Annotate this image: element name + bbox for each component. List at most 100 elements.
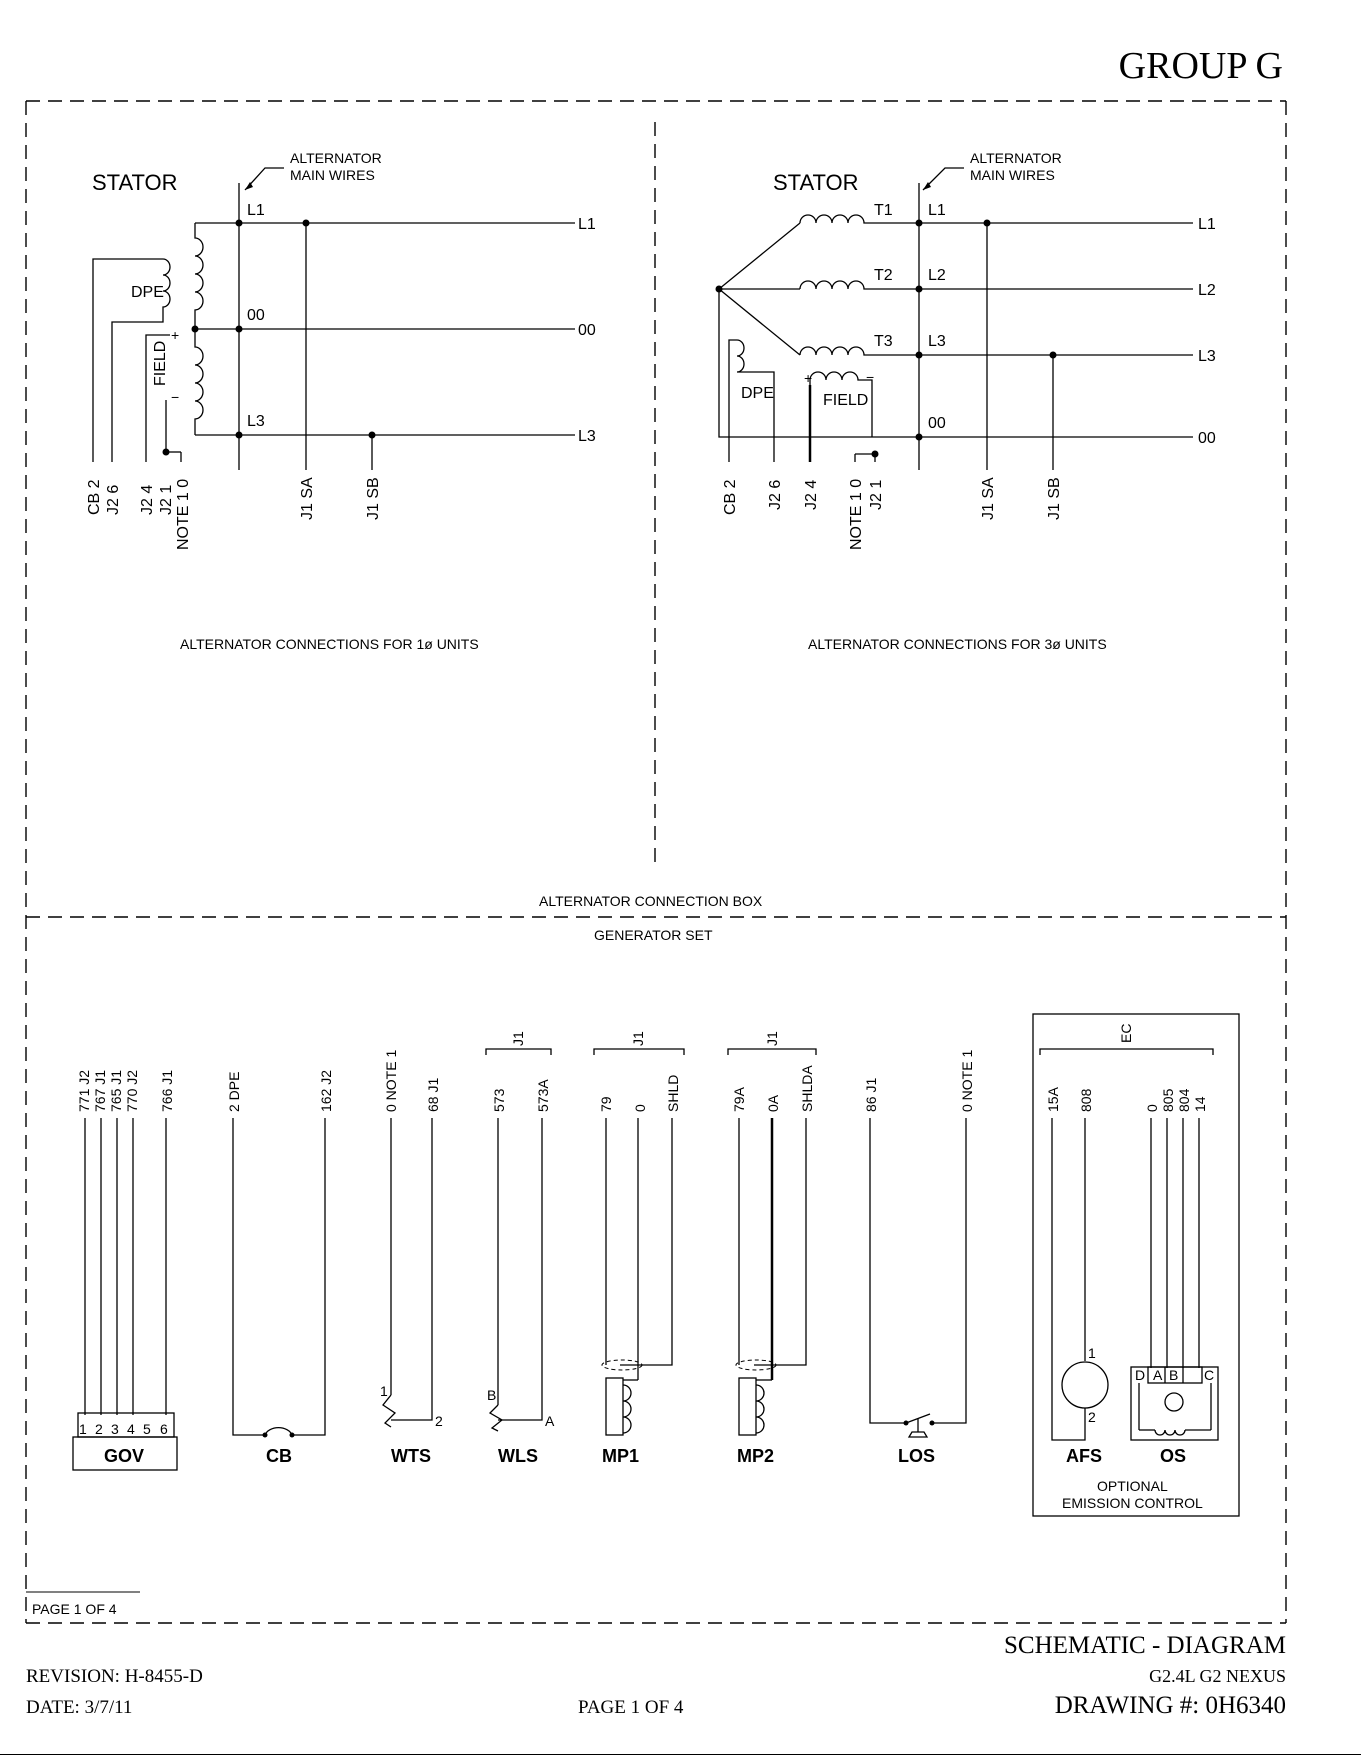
ec-bracket: EC	[1118, 1024, 1134, 1043]
node-l1-3ph: L1	[928, 202, 946, 219]
svg-text:+: +	[171, 327, 179, 343]
node-00-3ph: 00	[928, 415, 946, 432]
svg-text:+: +	[804, 370, 812, 386]
lead-note10: NOTE 1 0	[175, 479, 192, 550]
alt-main-wires-label: ALTERNATOR	[290, 150, 382, 166]
footer-drawing: DRAWING #: 0H6340	[1054, 1692, 1286, 1719]
afs-pin-2: 2	[1088, 1409, 1096, 1425]
lead-j1sb-3ph: J1 SB	[1046, 477, 1063, 520]
cb-wire-2dpe: 2 DPE	[226, 1072, 242, 1112]
mp1-wire-shld: SHLD	[665, 1075, 681, 1112]
mp1-label: MP1	[602, 1446, 639, 1466]
gov-pin-1: 1	[79, 1421, 87, 1437]
wts-wire-68: 68 J1	[425, 1078, 441, 1112]
os-wire-14: 14	[1192, 1096, 1208, 1112]
alt-main-wires-label-3ph: ALTERNATOR	[970, 150, 1062, 166]
afs-wire-808: 808	[1078, 1088, 1094, 1112]
mp1-wire-79: 79	[598, 1096, 614, 1112]
field-label: FIELD	[152, 341, 169, 386]
wls-bracket-j1: J1	[510, 1031, 526, 1046]
cb-wire-162: 162 J2	[318, 1070, 334, 1112]
single-phase-panel: STATOR ALTERNATOR MAIN WIRES DPE + − FIE…	[86, 150, 596, 652]
mp2-wire-shlda: SHLDA	[799, 1065, 815, 1112]
out-l2-3ph: L2	[1198, 282, 1216, 299]
os-wire-804: 804	[1176, 1088, 1192, 1112]
gov-wire-770: 770 J2	[124, 1070, 140, 1112]
lead-j26: J2 6	[105, 485, 122, 515]
svg-text:−: −	[171, 389, 179, 405]
lead-cb2-3ph: CB 2	[722, 479, 739, 515]
out-l1-3ph: L1	[1198, 216, 1216, 233]
gov-pin-4: 4	[127, 1421, 135, 1437]
three-phase-panel: STATOR ALTERNATOR MAIN WIRES DPE + − FIE…	[715, 150, 1216, 652]
page-box-label: PAGE 1 OF 4	[32, 1601, 117, 1617]
gov-wire-767: 767 J1	[92, 1070, 108, 1112]
emission-control-box: EC 15A 808 1 2 AFS 0 805 804 14 D A B C …	[1032, 1013, 1240, 1517]
out-00: 00	[578, 322, 596, 339]
outer-frame	[25, 100, 1287, 1624]
gov-pin-3: 3	[111, 1421, 119, 1437]
caption-1ph: ALTERNATOR CONNECTIONS FOR 1ø UNITS	[180, 636, 479, 652]
wls-pin-b: B	[487, 1387, 496, 1403]
alt-main-wires-label-3ph-2: MAIN WIRES	[970, 167, 1055, 183]
wls-wire-573: 573	[491, 1088, 507, 1112]
gov-wire-766: 766 J1	[159, 1070, 175, 1112]
wls-wire-573a: 573A	[535, 1079, 551, 1112]
gov-component: 771 J2 767 J1 765 J1 770 J2 766 J1 1 2 3…	[72, 1070, 178, 1471]
wts-label: WTS	[391, 1446, 431, 1466]
dpe-label: DPE	[131, 284, 164, 301]
node-l3: L3	[247, 413, 265, 430]
lead-j26-3ph: J2 6	[767, 480, 784, 510]
node-l3-3ph: L3	[928, 333, 946, 350]
stator-label: STATOR	[92, 170, 178, 195]
t2-label: T2	[874, 267, 893, 284]
footer-title: SCHEMATIC - DIAGRAM	[1004, 1632, 1286, 1659]
lead-j21: J2 1	[158, 485, 175, 515]
mp2-wire-0a: 0A	[765, 1094, 781, 1112]
node-00: 00	[247, 307, 265, 324]
lead-j1sb: J1 SB	[365, 477, 382, 520]
mp1-wire-0: 0	[632, 1104, 648, 1112]
lead-j24: J2 4	[139, 485, 156, 515]
connection-box-label: ALTERNATOR CONNECTION BOX	[539, 893, 763, 909]
alt-main-wires-label-2: MAIN WIRES	[290, 167, 375, 183]
footer-page: PAGE 1 OF 4	[578, 1697, 684, 1718]
lead-j1sa: J1 SA	[299, 477, 316, 520]
ec-caption-1: OPTIONAL	[1097, 1478, 1168, 1494]
afs-label: AFS	[1066, 1446, 1102, 1466]
gov-pin-6: 6	[160, 1421, 168, 1437]
out-l1: L1	[578, 216, 596, 233]
t3-label: T3	[874, 333, 893, 350]
lead-j24-3ph: J2 4	[803, 480, 820, 510]
os-pin-b: B	[1169, 1367, 1178, 1383]
cb-label: CB	[266, 1446, 292, 1466]
out-l3: L3	[578, 428, 596, 445]
os-wire-0: 0	[1144, 1104, 1160, 1112]
os-pin-a: A	[1153, 1367, 1163, 1383]
mp2-wire-79a: 79A	[731, 1086, 747, 1112]
afs-pin-1: 1	[1088, 1345, 1096, 1361]
node-l1: L1	[247, 202, 265, 219]
group-title: GROUP G	[1118, 45, 1283, 87]
afs-wire-15a: 15A	[1045, 1086, 1061, 1112]
mp2-bracket-j1: J1	[764, 1031, 780, 1046]
wls-component: J1 573 573A B A WLS	[485, 1031, 555, 1466]
wts-wire-0: 0 NOTE 1	[383, 1050, 399, 1112]
wts-component: 0 NOTE 1 68 J1 1 2 WTS	[380, 1050, 443, 1466]
field-label-3ph: FIELD	[823, 392, 868, 409]
wts-pin-2: 2	[435, 1413, 443, 1429]
generator-set-label: GENERATOR SET	[594, 927, 713, 943]
lead-cb2: CB 2	[86, 479, 103, 515]
los-wire-0: 0 NOTE 1	[959, 1050, 975, 1112]
out-l3-3ph: L3	[1198, 348, 1216, 365]
os-wire-805: 805	[1160, 1088, 1176, 1112]
bottom-rule	[0, 1754, 1361, 1755]
mp2-component: J1 79A 0A SHLDA MP2	[727, 1031, 817, 1466]
os-pin-c: C	[1204, 1367, 1214, 1383]
mp2-label: MP2	[737, 1446, 774, 1466]
wls-label: WLS	[498, 1446, 538, 1466]
wts-pin-1: 1	[380, 1383, 388, 1399]
gov-pin-2: 2	[95, 1421, 103, 1437]
lead-j1sa-3ph: J1 SA	[980, 477, 997, 520]
